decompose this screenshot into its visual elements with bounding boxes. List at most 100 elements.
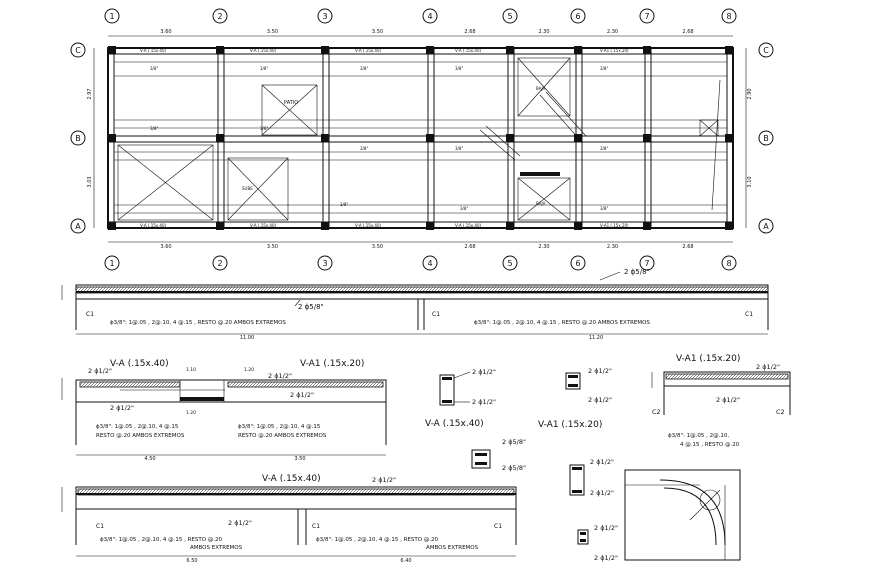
- grid-axis-bubble-label: 3: [322, 259, 327, 268]
- stirrup-spec: ϕ3/8": 1@.05 , 2@.10, 4 @.15: [96, 424, 179, 430]
- dim-label: 6.40: [400, 558, 411, 564]
- bar-label: 2 ϕ1/2": [756, 363, 780, 371]
- grid-axis-bubble: [422, 8, 438, 24]
- dim-label: 1.10: [186, 367, 196, 373]
- beam-elevation-1: 2 ϕ5/8" 2 ϕ5/8" C1 C1 C1 ϕ3/8": 1@.05 , …: [61, 268, 769, 341]
- bar-label: 2 ϕ1/2": [88, 367, 112, 375]
- bar-tag: 3/8": [455, 146, 463, 151]
- grid-axis-bubble: [70, 42, 86, 58]
- grid-axis-bubble-label: B: [763, 134, 769, 143]
- bar-label: 2 ϕ1/2": [228, 519, 252, 527]
- grid-axis-bubble-label: A: [763, 222, 769, 231]
- dim-label: 1.20: [244, 367, 254, 373]
- beam-tag: V-A (.15x.40): [455, 48, 482, 53]
- stirrup-spec: RESTO @.20 AMBOS EXTREMOS: [96, 433, 185, 439]
- bar-tag: 3/8": [360, 146, 368, 151]
- stirrup-spec: AMBOS EXTREMOS: [426, 545, 479, 551]
- grid-axis-bubble-label: 5: [507, 12, 512, 21]
- grid-axis-bubble-label: 3: [322, 12, 327, 21]
- plan-dim-label: 2.30: [607, 244, 618, 250]
- grid-axis-bubble: [70, 130, 86, 146]
- dim-label: 11.00: [240, 335, 254, 341]
- beam-tag: V-A (.15x.40): [250, 48, 277, 53]
- grid-axis-bubble: [422, 255, 438, 271]
- bar-tag: 3/8": [260, 126, 268, 131]
- section-title: V-A1 (.15x.20): [538, 420, 602, 430]
- grid-axis-bubble-label: 2: [217, 259, 222, 268]
- grid-axis-bubble: [721, 8, 737, 24]
- stirrup-spec: RESTO @.20 AMBOS EXTREMOS: [238, 433, 327, 439]
- stirrup-spec: ϕ3/8": 1@.05 , 2@.10, 4 @.15 , RESTO @.2…: [110, 320, 286, 326]
- stirrup-spec: 4 @.15 , RESTO @.20: [680, 442, 740, 448]
- dim-label: 11.20: [589, 335, 603, 341]
- bar-tag: 3/8": [150, 66, 158, 71]
- plan-dim-label: 3.10: [747, 176, 753, 187]
- corner-detail: [624, 469, 741, 561]
- bar-label: 2 ϕ1/2": [290, 391, 314, 399]
- beam-tag: V-A (.15x.40): [140, 223, 167, 228]
- stair-label: BAJA: [536, 201, 546, 206]
- bar-tag: 3/8": [260, 66, 268, 71]
- plan-dim-label: 3.50: [267, 244, 278, 250]
- col-label: C1: [494, 523, 502, 530]
- col-label: C2: [652, 408, 661, 416]
- beam-title: V-A1 (.15x.20): [676, 354, 740, 364]
- grid-axis-bubble-label: 7: [644, 259, 649, 268]
- grid-axes-left: CBA: [70, 42, 86, 234]
- grid-axis-bubble: [317, 8, 333, 24]
- grid-axis-bubble-label: 5: [507, 259, 512, 268]
- bar-label: 2 ϕ1/2": [590, 489, 614, 497]
- bar-tag: 3/8": [600, 146, 608, 151]
- plan-dim-label: 2.68: [682, 29, 693, 35]
- col-label: C1: [86, 311, 94, 318]
- grid-axis-bubble: [104, 8, 120, 24]
- grid-axis-bubble-label: 4: [427, 259, 432, 268]
- beam-tag: V-A1 (.15x.20): [600, 223, 629, 228]
- grid-axis-bubble: [758, 130, 774, 146]
- grid-axis-bubble-label: 1: [109, 259, 114, 268]
- bar-label: 2 ϕ1/2": [268, 372, 292, 380]
- col-label: C1: [312, 523, 320, 530]
- grid-axis-bubble: [502, 8, 518, 24]
- plan-dim-label: 2.68: [464, 244, 475, 250]
- bar-tag: 3/8": [600, 206, 608, 211]
- bar-label: 2 ϕ5/8": [502, 438, 526, 446]
- grid-axis-bubble-label: C: [75, 46, 81, 55]
- bar-label: 2 ϕ1/2": [716, 396, 740, 404]
- grid-axis-bubble: [104, 255, 120, 271]
- bar-label-top: 2 ϕ5/8": [624, 268, 650, 276]
- grid-axis-bubble-label: B: [75, 134, 81, 143]
- col-label: C1: [745, 311, 753, 318]
- dim-label: 3.50: [294, 456, 305, 462]
- dim-label: 4.50: [144, 456, 155, 462]
- grid-axis-bubble-label: 6: [575, 12, 580, 21]
- stirrup-spec: AMBOS EXTREMOS: [190, 545, 243, 551]
- plan-dim-label: 3.50: [372, 29, 383, 35]
- grid-axis-bubble: [758, 218, 774, 234]
- beam-elevation-right: V-A1 (.15x.20) 2 ϕ1/2" 2 ϕ1/2" C2 C2 ϕ3/…: [651, 354, 791, 448]
- beam-elevation-3: V-A (.15x.40) 2 ϕ1/2" 2 ϕ1/2" C1 C1 C1 ϕ…: [61, 474, 517, 564]
- grid-axis-bubble: [570, 255, 586, 271]
- bar-label: 2 ϕ1/2": [588, 396, 612, 404]
- bar-label-inner: 2 ϕ5/8": [298, 303, 324, 311]
- bar-tag: 3/8": [460, 206, 468, 211]
- bar-label: 2 ϕ1/2": [372, 476, 396, 484]
- stair-label: BAJA: [536, 86, 546, 91]
- grid-axis-bubble-label: 4: [427, 12, 432, 21]
- plan-dim-label: 2.97: [87, 88, 93, 99]
- bar-tag: 3/8": [360, 66, 368, 71]
- bar-label: 2 ϕ5/8": [502, 464, 526, 472]
- bar-tag: 3/8": [150, 126, 158, 131]
- bar-tag: 3/8": [340, 202, 348, 207]
- plan-dim-label: 2.30: [607, 29, 618, 35]
- grid-axis-bubble: [502, 255, 518, 271]
- grid-axis-bubble-label: 7: [644, 12, 649, 21]
- beam-tag: V-A (.15x.40): [355, 48, 382, 53]
- beam-tag: V-A (.15x.40): [355, 223, 382, 228]
- grid-axis-bubble: [639, 255, 655, 271]
- beam-sections: 2 ϕ1/2" 2 ϕ1/2" V-A (.15x.40) 2 ϕ5/8" 2 …: [425, 367, 618, 562]
- plan-dim-label: 2.30: [538, 29, 549, 35]
- grid-axis-bubble: [212, 255, 228, 271]
- grid-axis-bubble-label: 2: [217, 12, 222, 21]
